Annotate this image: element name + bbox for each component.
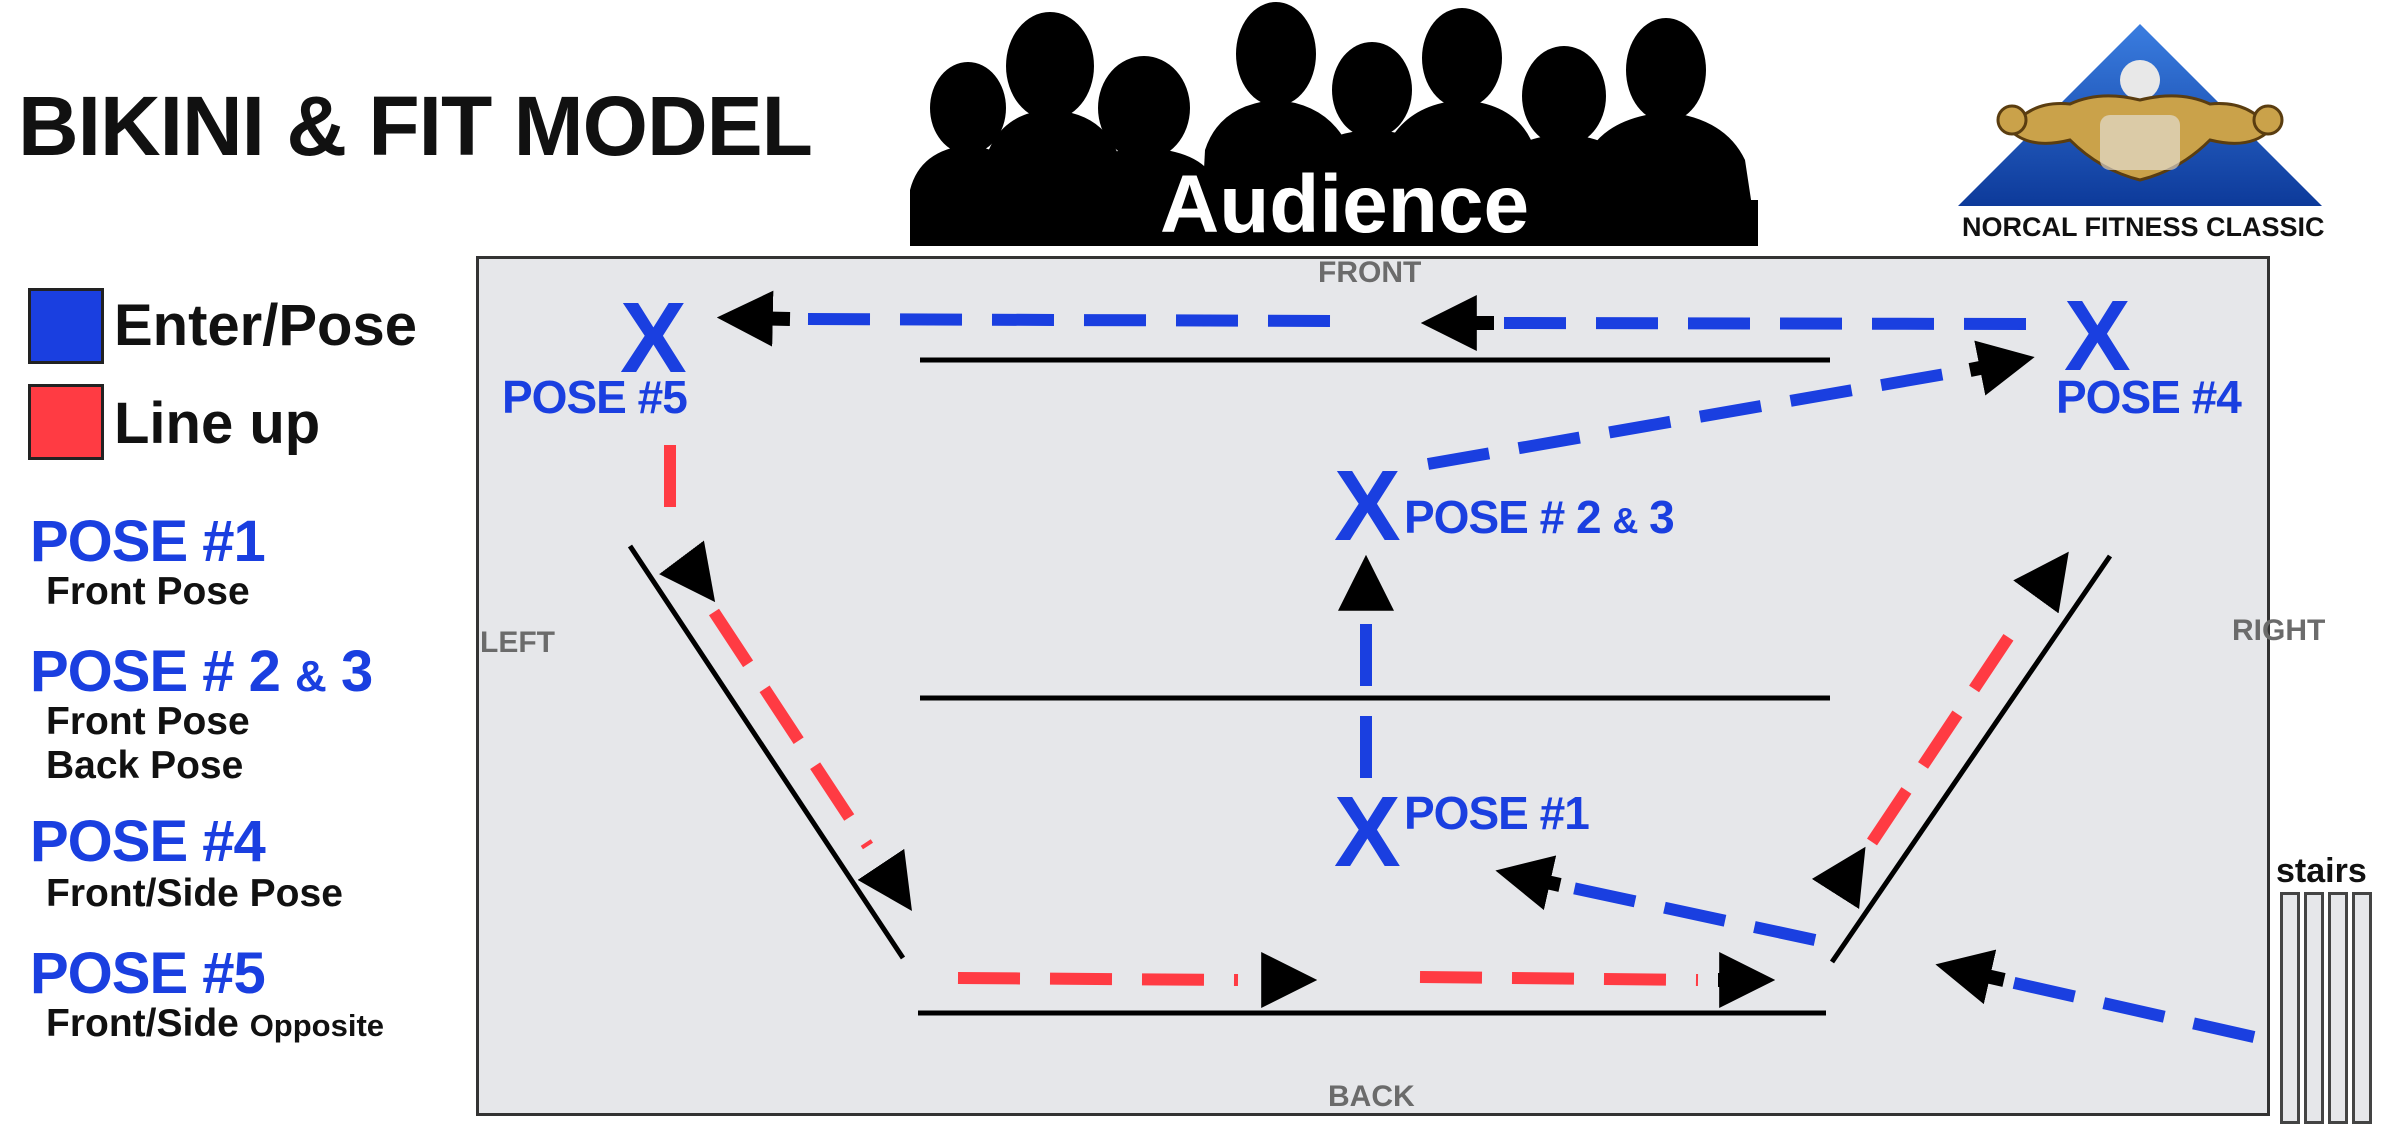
pose23-stage-label-end: 3 bbox=[1649, 491, 1675, 543]
lineup-paths bbox=[664, 445, 2029, 986]
right-diagonal-line bbox=[1829, 554, 2113, 964]
stair-step bbox=[2280, 892, 2300, 1124]
arrow-lineup-left-top bbox=[659, 540, 716, 603]
path-pose23-to-pose4 bbox=[1426, 364, 1970, 470]
pose4-heading: POSE #4 bbox=[30, 809, 266, 874]
pose5-stage-label: POSE #5 bbox=[502, 371, 688, 423]
pose23-heading-main: POSE # 2 bbox=[30, 639, 281, 704]
direction-arrows bbox=[659, 290, 2069, 1008]
norcal-logo-icon bbox=[1958, 24, 2322, 206]
path-to-pose1 bbox=[1566, 881, 1817, 946]
arrow-lineup-right-top bbox=[2013, 551, 2069, 614]
pose5-desc-main: Front/Side bbox=[46, 1002, 239, 1045]
stage-front-label: FRONT bbox=[1318, 256, 1422, 289]
path-pose4-to-front bbox=[1499, 317, 2027, 330]
arrow-enter bbox=[1935, 949, 2006, 1005]
pose23-x-marker: X bbox=[1334, 450, 1401, 562]
arrow-pose1 bbox=[1495, 855, 1562, 911]
audience-label: Audience bbox=[1160, 159, 1530, 250]
legend-swatch-lineup bbox=[28, 384, 104, 460]
pose4-x-marker: X bbox=[2064, 280, 2131, 392]
pose1-desc: Front Pose bbox=[46, 570, 250, 613]
pose5-desc: Front/Side Opposite bbox=[46, 1002, 384, 1046]
pose23-heading-amp: & bbox=[295, 652, 327, 701]
left-diagonal-line bbox=[627, 544, 906, 960]
pose1-stage-label: POSE #1 bbox=[1404, 787, 1590, 839]
pose23-stage-label-amp: & bbox=[1612, 500, 1638, 541]
page-title: BIKINI & FIT MODEL bbox=[18, 79, 813, 173]
logo-text: NORCAL FITNESS CLASSIC bbox=[1962, 212, 2325, 242]
legend-label-lineup: Line up bbox=[114, 391, 321, 456]
legend-swatch-enter bbox=[28, 288, 104, 364]
lineup-path-right-diagonal bbox=[1867, 610, 2029, 846]
stair-step bbox=[2328, 892, 2348, 1124]
pose23-stage-label-main: POSE # 2 bbox=[1404, 491, 1602, 543]
stair-step bbox=[2352, 892, 2372, 1124]
lineup-path-left-diagonal bbox=[708, 608, 874, 850]
pose1-x-marker: X bbox=[1334, 776, 1401, 888]
pose1-heading: POSE #1 bbox=[30, 509, 266, 574]
audience-silhouette bbox=[910, 2, 1758, 246]
pose4-desc: Front/Side Pose bbox=[46, 872, 343, 915]
arrow-pose5 bbox=[716, 290, 791, 347]
pose5-heading: POSE #5 bbox=[30, 941, 266, 1006]
pose23-desc-front: Front Pose bbox=[46, 700, 250, 743]
stage-marking-lines bbox=[627, 357, 2113, 1016]
stairs-label: stairs bbox=[2276, 852, 2367, 890]
pose23-desc-back: Back Pose bbox=[46, 744, 244, 787]
lineup-path-back-left bbox=[957, 972, 1239, 986]
arrow-lineup-right-bottom bbox=[1811, 846, 1866, 910]
enter-pose-paths bbox=[801, 313, 2256, 1043]
stair-step bbox=[2304, 892, 2324, 1124]
lineup-path-back-right bbox=[1419, 971, 1699, 986]
arrow-lineup-left-bottom bbox=[857, 848, 912, 911]
pose5-x-marker: X bbox=[620, 282, 687, 394]
pose4-stage-label: POSE #4 bbox=[2056, 371, 2242, 423]
pose23-heading: POSE # 2 & 3 bbox=[30, 638, 373, 705]
pose23-stage-label: POSE # 2 & 3 bbox=[1404, 490, 1675, 544]
arrow-pose4 bbox=[1968, 340, 2035, 396]
pose5-desc-small: Opposite bbox=[249, 1008, 385, 1043]
enter-path-to-lineup bbox=[2008, 976, 2256, 1043]
pose23-heading-end: 3 bbox=[340, 639, 373, 704]
path-to-pose5 bbox=[801, 313, 1331, 327]
legend-label-enter: Enter/Pose bbox=[114, 293, 417, 358]
stage-back-label: BACK bbox=[1328, 1080, 1415, 1113]
